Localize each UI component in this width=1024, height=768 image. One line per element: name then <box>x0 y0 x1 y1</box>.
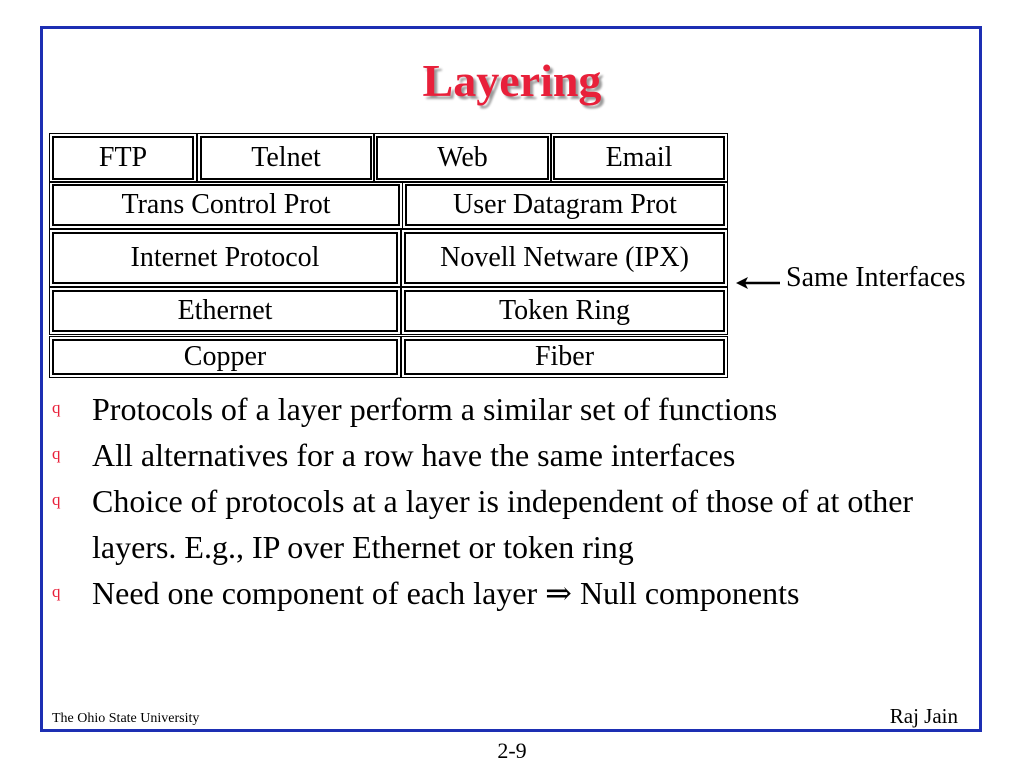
list-item: q Protocols of a layer perform a similar… <box>48 386 968 432</box>
box-copper: Copper <box>49 336 401 378</box>
slide-frame <box>40 26 982 732</box>
footer-institution: The Ohio State University <box>52 711 200 726</box>
page-number: 2-9 <box>497 738 527 763</box>
left-arrow-icon <box>736 277 780 289</box>
box-telnet: Telnet <box>197 133 375 183</box>
bullet-icon: q <box>52 398 61 417</box>
bullet-text: Need one component of each layer ⇒ Null … <box>92 575 800 611</box>
box-email: Email <box>550 133 728 183</box>
bullet-list: q Protocols of a layer perform a similar… <box>48 386 968 616</box>
box-token-ring: Token Ring <box>401 287 728 335</box>
list-item: q Choice of protocols at a layer is inde… <box>48 478 968 570</box>
box-ipx: Novell Netware (IPX) <box>401 229 728 287</box>
box-tcp: Trans Control Prot <box>49 181 403 229</box>
bullet-text: All alternatives for a row have the same… <box>92 437 736 473</box>
same-interfaces-label: Same Interfaces <box>786 262 966 293</box>
bullet-text: Choice of protocols at a layer is indepe… <box>92 483 914 565</box>
box-ftp: FTP <box>49 133 197 183</box>
box-ip: Internet Protocol <box>49 229 401 287</box>
list-item: q All alternatives for a row have the sa… <box>48 432 968 478</box>
list-item: q Need one component of each layer ⇒ Nul… <box>48 570 832 616</box>
box-web: Web <box>373 133 552 183</box>
footer-author: Raj Jain <box>889 704 958 728</box>
box-udp: User Datagram Prot <box>402 181 728 229</box>
bullet-icon: q <box>52 582 61 601</box>
slide-title: Layering <box>422 55 602 106</box>
bullet-text: Protocols of a layer perform a similar s… <box>92 391 778 427</box>
box-fiber: Fiber <box>401 336 728 378</box>
box-ethernet: Ethernet <box>49 287 401 335</box>
bullet-icon: q <box>52 490 61 509</box>
bullet-icon: q <box>52 444 61 463</box>
